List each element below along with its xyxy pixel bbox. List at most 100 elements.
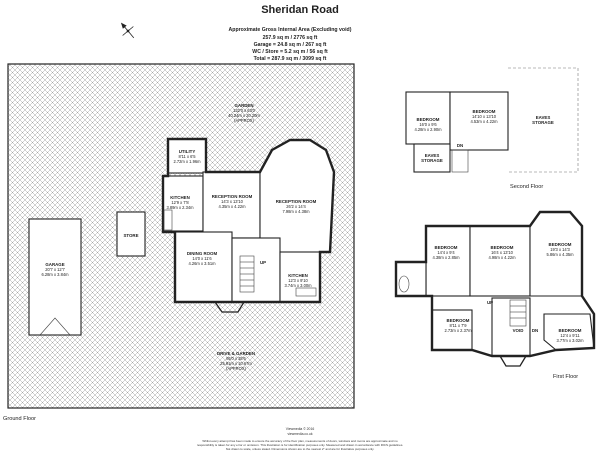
- exterior-walls: [161, 137, 336, 304]
- svg-text:16'0 x 9'6: 16'0 x 9'6: [419, 122, 437, 127]
- svg-text:8'11 x 6'5: 8'11 x 6'5: [179, 154, 197, 159]
- first-exterior-walls: [394, 210, 596, 358]
- svg-text:12'3 x 9'10: 12'3 x 9'10: [288, 278, 308, 283]
- svg-text:EAVES: EAVES: [536, 115, 551, 120]
- kitchen-counter: [163, 209, 173, 231]
- area-line: Garage = 24.8 sq m / 267 sq ft: [254, 42, 327, 48]
- svg-text:3.89m x 2.34m: 3.89m x 2.34m: [166, 205, 194, 210]
- svg-text:4.26m x 3.51m: 4.26m x 3.51m: [188, 261, 216, 266]
- svg-text:4.38m x 2.85m: 4.38m x 2.85m: [432, 255, 460, 260]
- svg-text:26'2 x 14'4: 26'2 x 14'4: [286, 204, 306, 209]
- svg-text:3.77m x 3.02m: 3.77m x 3.02m: [556, 338, 584, 343]
- area-line: Total = 287.9 sq m / 3099 sq ft: [254, 56, 327, 62]
- label-reception-mid: RECEPTION ROOM 14'3 x 13'10 4.35m x 4.22…: [212, 194, 253, 209]
- label-first-bedroom-e: BEDROOM 12'4 x 9'11 3.77m x 3.02m: [556, 328, 584, 343]
- eaves-outline: [508, 67, 579, 173]
- label-drive: DRIVE & GARDEN 85'0 x 35'6 25.91m x 10.6…: [217, 351, 255, 371]
- label-first-bedroom-d: BEDROOM 8'11 x 7'9 2.73m x 2.37m: [444, 318, 472, 333]
- first-floor-plan: BEDROOM 14'4 x 9'4 4.38m x 2.85m BEDROOM…: [394, 210, 596, 380]
- label-first-bedroom-b: BEDROOM 16'4 x 13'10 4.98m x 4.22m: [488, 245, 516, 260]
- svg-text:(APPROX): (APPROX): [226, 366, 246, 371]
- svg-text:7.98m x 4.38m: 7.98m x 4.38m: [282, 209, 310, 214]
- label-store: STORE: [123, 233, 138, 238]
- second-floor-label: Second Floor: [510, 184, 543, 190]
- svg-text:2.72m x 1.96m: 2.72m x 1.96m: [173, 159, 201, 164]
- label-eaves-left: EAVES STORAGE: [421, 153, 443, 163]
- ground-floor-label: Ground Floor: [3, 416, 36, 422]
- label-reception-right: RECEPTION ROOM 26'2 x 14'4 7.98m x 4.38m: [276, 199, 317, 214]
- svg-text:BEDROOM: BEDROOM: [417, 117, 440, 122]
- label-utility: UTILITY 8'11 x 6'5 2.72m x 1.96m: [173, 149, 201, 164]
- svg-text:6.28m x 3.84m: 6.28m x 3.84m: [41, 272, 69, 277]
- first-void-area: [491, 297, 531, 357]
- garage-door-swing: [39, 317, 71, 336]
- svg-text:14'0 x 11'6: 14'0 x 11'6: [192, 256, 212, 261]
- first-bay-window: [499, 355, 527, 367]
- svg-text:20'7 x 12'7: 20'7 x 12'7: [45, 267, 65, 272]
- svg-text:GARAGE: GARAGE: [45, 262, 64, 267]
- svg-text:BEDROOM: BEDROOM: [491, 245, 514, 250]
- svg-text:4.98m x 4.22m: 4.98m x 4.22m: [488, 255, 516, 260]
- svg-text:4.28m x 2.90m: 4.28m x 2.90m: [414, 127, 442, 132]
- footer-disclaimer: Not drawn to scale, unless stated. Dimen…: [226, 447, 375, 451]
- kitchen-right-room: [279, 251, 321, 303]
- label-second-bedroom-a: BEDROOM 16'0 x 9'6 4.28m x 2.90m: [414, 117, 442, 132]
- area-heading: Approximate Gross Internal Area (Excludi…: [229, 27, 352, 33]
- area-line: 257.9 sq m / 2776 sq ft: [263, 35, 318, 41]
- main-building: [161, 137, 336, 313]
- svg-text:14'3 x 13'10: 14'3 x 13'10: [221, 199, 244, 204]
- second-bedroom-b-room: [449, 91, 509, 151]
- svg-text:8'11 x 7'9: 8'11 x 7'9: [450, 323, 468, 328]
- footer-site: viewmedia.co.uk: [287, 432, 312, 436]
- svg-text:12'4 x 9'11: 12'4 x 9'11: [560, 333, 580, 338]
- svg-text:RECEPTION ROOM: RECEPTION ROOM: [212, 194, 253, 199]
- first-bathroom-room: [395, 261, 427, 297]
- label-first-bedroom-c: BEDROOM 19'3 x 14'3 5.86m x 4.35m: [546, 242, 574, 257]
- first-stairs: [509, 299, 527, 327]
- svg-text:DRIVE & GARDEN: DRIVE & GARDEN: [217, 351, 255, 356]
- svg-text:BEDROOM: BEDROOM: [435, 245, 458, 250]
- svg-text:2.73m x 2.37m: 2.73m x 2.37m: [444, 328, 472, 333]
- svg-text:132'0 x 63'0: 132'0 x 63'0: [233, 108, 256, 113]
- svg-text:14'10 x 13'10: 14'10 x 13'10: [472, 114, 497, 119]
- label-first-bedroom-a: BEDROOM 14'4 x 9'4 4.38m x 2.85m: [432, 245, 460, 260]
- svg-text:85'0 x 35'6: 85'0 x 35'6: [226, 356, 246, 361]
- svg-text:16'4 x 13'10: 16'4 x 13'10: [491, 250, 514, 255]
- kitchen-left-room: [162, 175, 204, 232]
- svg-text:EAVES: EAVES: [425, 153, 440, 158]
- compass-arrow-icon: [120, 22, 135, 39]
- area-summary: Approximate Gross Internal Area (Excludi…: [229, 27, 352, 62]
- kitchen-counter: [295, 287, 317, 297]
- label-kitchen-right: KITCHEN 12'3 x 9'10 3.74m x 3.00m: [284, 273, 312, 288]
- label-first-up: UP: [487, 300, 493, 305]
- second-eaves-room: [413, 143, 451, 173]
- utility-room: [167, 138, 207, 174]
- footer-disclaimer: Whilst every attempt has been made to en…: [202, 439, 398, 443]
- svg-text:19'3 x 14'3: 19'3 x 14'3: [550, 247, 570, 252]
- svg-text:12'9 x 7'8: 12'9 x 7'8: [171, 200, 189, 205]
- svg-text:UTILITY: UTILITY: [179, 149, 196, 154]
- svg-text:14'4 x 9'4: 14'4 x 9'4: [437, 250, 455, 255]
- label-eaves-right: EAVES STORAGE: [532, 115, 554, 125]
- footer-credit: Viewmedia © 2016: [286, 427, 315, 431]
- bathtub: [398, 275, 410, 293]
- svg-text:KITCHEN: KITCHEN: [170, 195, 190, 200]
- second-stairs: [451, 149, 469, 173]
- reception-right-room: [259, 139, 335, 253]
- svg-text:5.86m x 4.35m: 5.86m x 4.35m: [546, 252, 574, 257]
- label-second-dn: DN: [457, 143, 463, 148]
- label-first-void: VOID: [513, 328, 524, 333]
- label-second-bedroom-b: BEDROOM 14'10 x 13'10 4.53m x 4.22m: [470, 109, 498, 124]
- first-bedroom-a-room: [425, 225, 471, 297]
- svg-text:STORAGE: STORAGE: [532, 120, 554, 125]
- first-floor-label: First Floor: [553, 374, 578, 380]
- ground-stairs: [239, 255, 255, 293]
- svg-text:GARDEN: GARDEN: [234, 103, 253, 108]
- dining-bay-window: [214, 301, 245, 313]
- label-dining: DINING ROOM 14'0 x 11'6 4.26m x 3.51m: [187, 251, 218, 266]
- garage-room: [28, 218, 82, 336]
- label-ground-up: UP: [260, 260, 266, 265]
- svg-text:STORAGE: STORAGE: [421, 158, 443, 163]
- svg-text:25.91m x 10.67m: 25.91m x 10.67m: [220, 361, 252, 366]
